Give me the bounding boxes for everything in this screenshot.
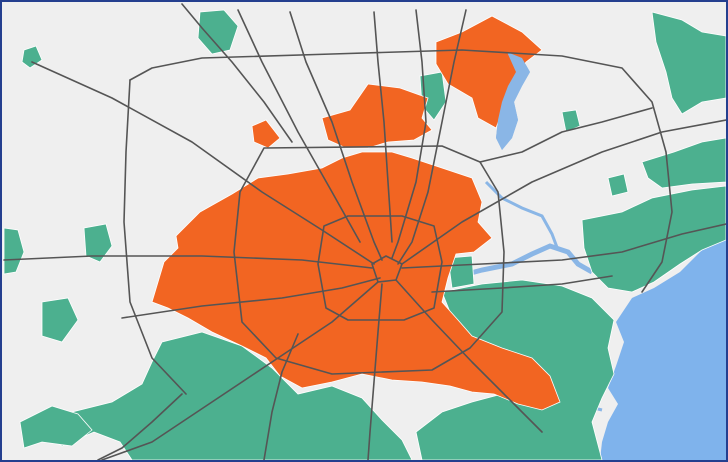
i-69-northeast [397, 9, 467, 265]
i-45-north [289, 11, 383, 261]
city-limits-layer [151, 15, 561, 411]
beltway-8 [233, 145, 505, 375]
suburb-northeast-strip [651, 11, 726, 115]
lake-houston-over [496, 52, 530, 150]
houston-city-limits [151, 151, 561, 411]
grand-parkway-west [123, 79, 187, 395]
river-branch [484, 180, 560, 251]
i-610-south-spur [263, 333, 299, 460]
suburb-sugarland [41, 297, 79, 343]
us-59-south [101, 281, 379, 460]
suburb-south [41, 331, 413, 460]
houston-north-extension [321, 83, 433, 149]
suburb-pasadena-east [581, 185, 726, 293]
us-90-east [401, 119, 726, 265]
other-municipalities-layer [3, 9, 726, 460]
suburb-sheldon [607, 173, 629, 197]
houston-northwest-strip [251, 119, 281, 149]
i-10-west [3, 255, 373, 269]
suburb-west-katy [83, 223, 113, 263]
sh-249 [237, 9, 361, 243]
north-connector [181, 3, 293, 143]
southwest-connector [97, 393, 183, 460]
grand-parkway [129, 49, 673, 293]
suburb-atascocita [561, 109, 581, 133]
sw-freeway-lower [121, 277, 381, 319]
suburb-baytown [641, 137, 726, 189]
i-10-east [401, 223, 726, 269]
loop-610 [317, 215, 443, 321]
sh-225 [431, 275, 613, 293]
east-loop-north [479, 107, 653, 163]
suburb-north-tomball [197, 9, 239, 55]
ship-channel [451, 243, 594, 281]
suburb-southwest-west [19, 405, 93, 449]
us-290 [31, 61, 375, 265]
water-overlay [496, 52, 530, 150]
highways-layer [3, 3, 726, 460]
hardy-toll [373, 11, 393, 243]
suburb-far-west [3, 227, 25, 275]
i-45-south [395, 279, 543, 433]
us-59-north [391, 9, 427, 259]
galveston-bay [600, 240, 726, 460]
sh-288 [367, 283, 383, 460]
